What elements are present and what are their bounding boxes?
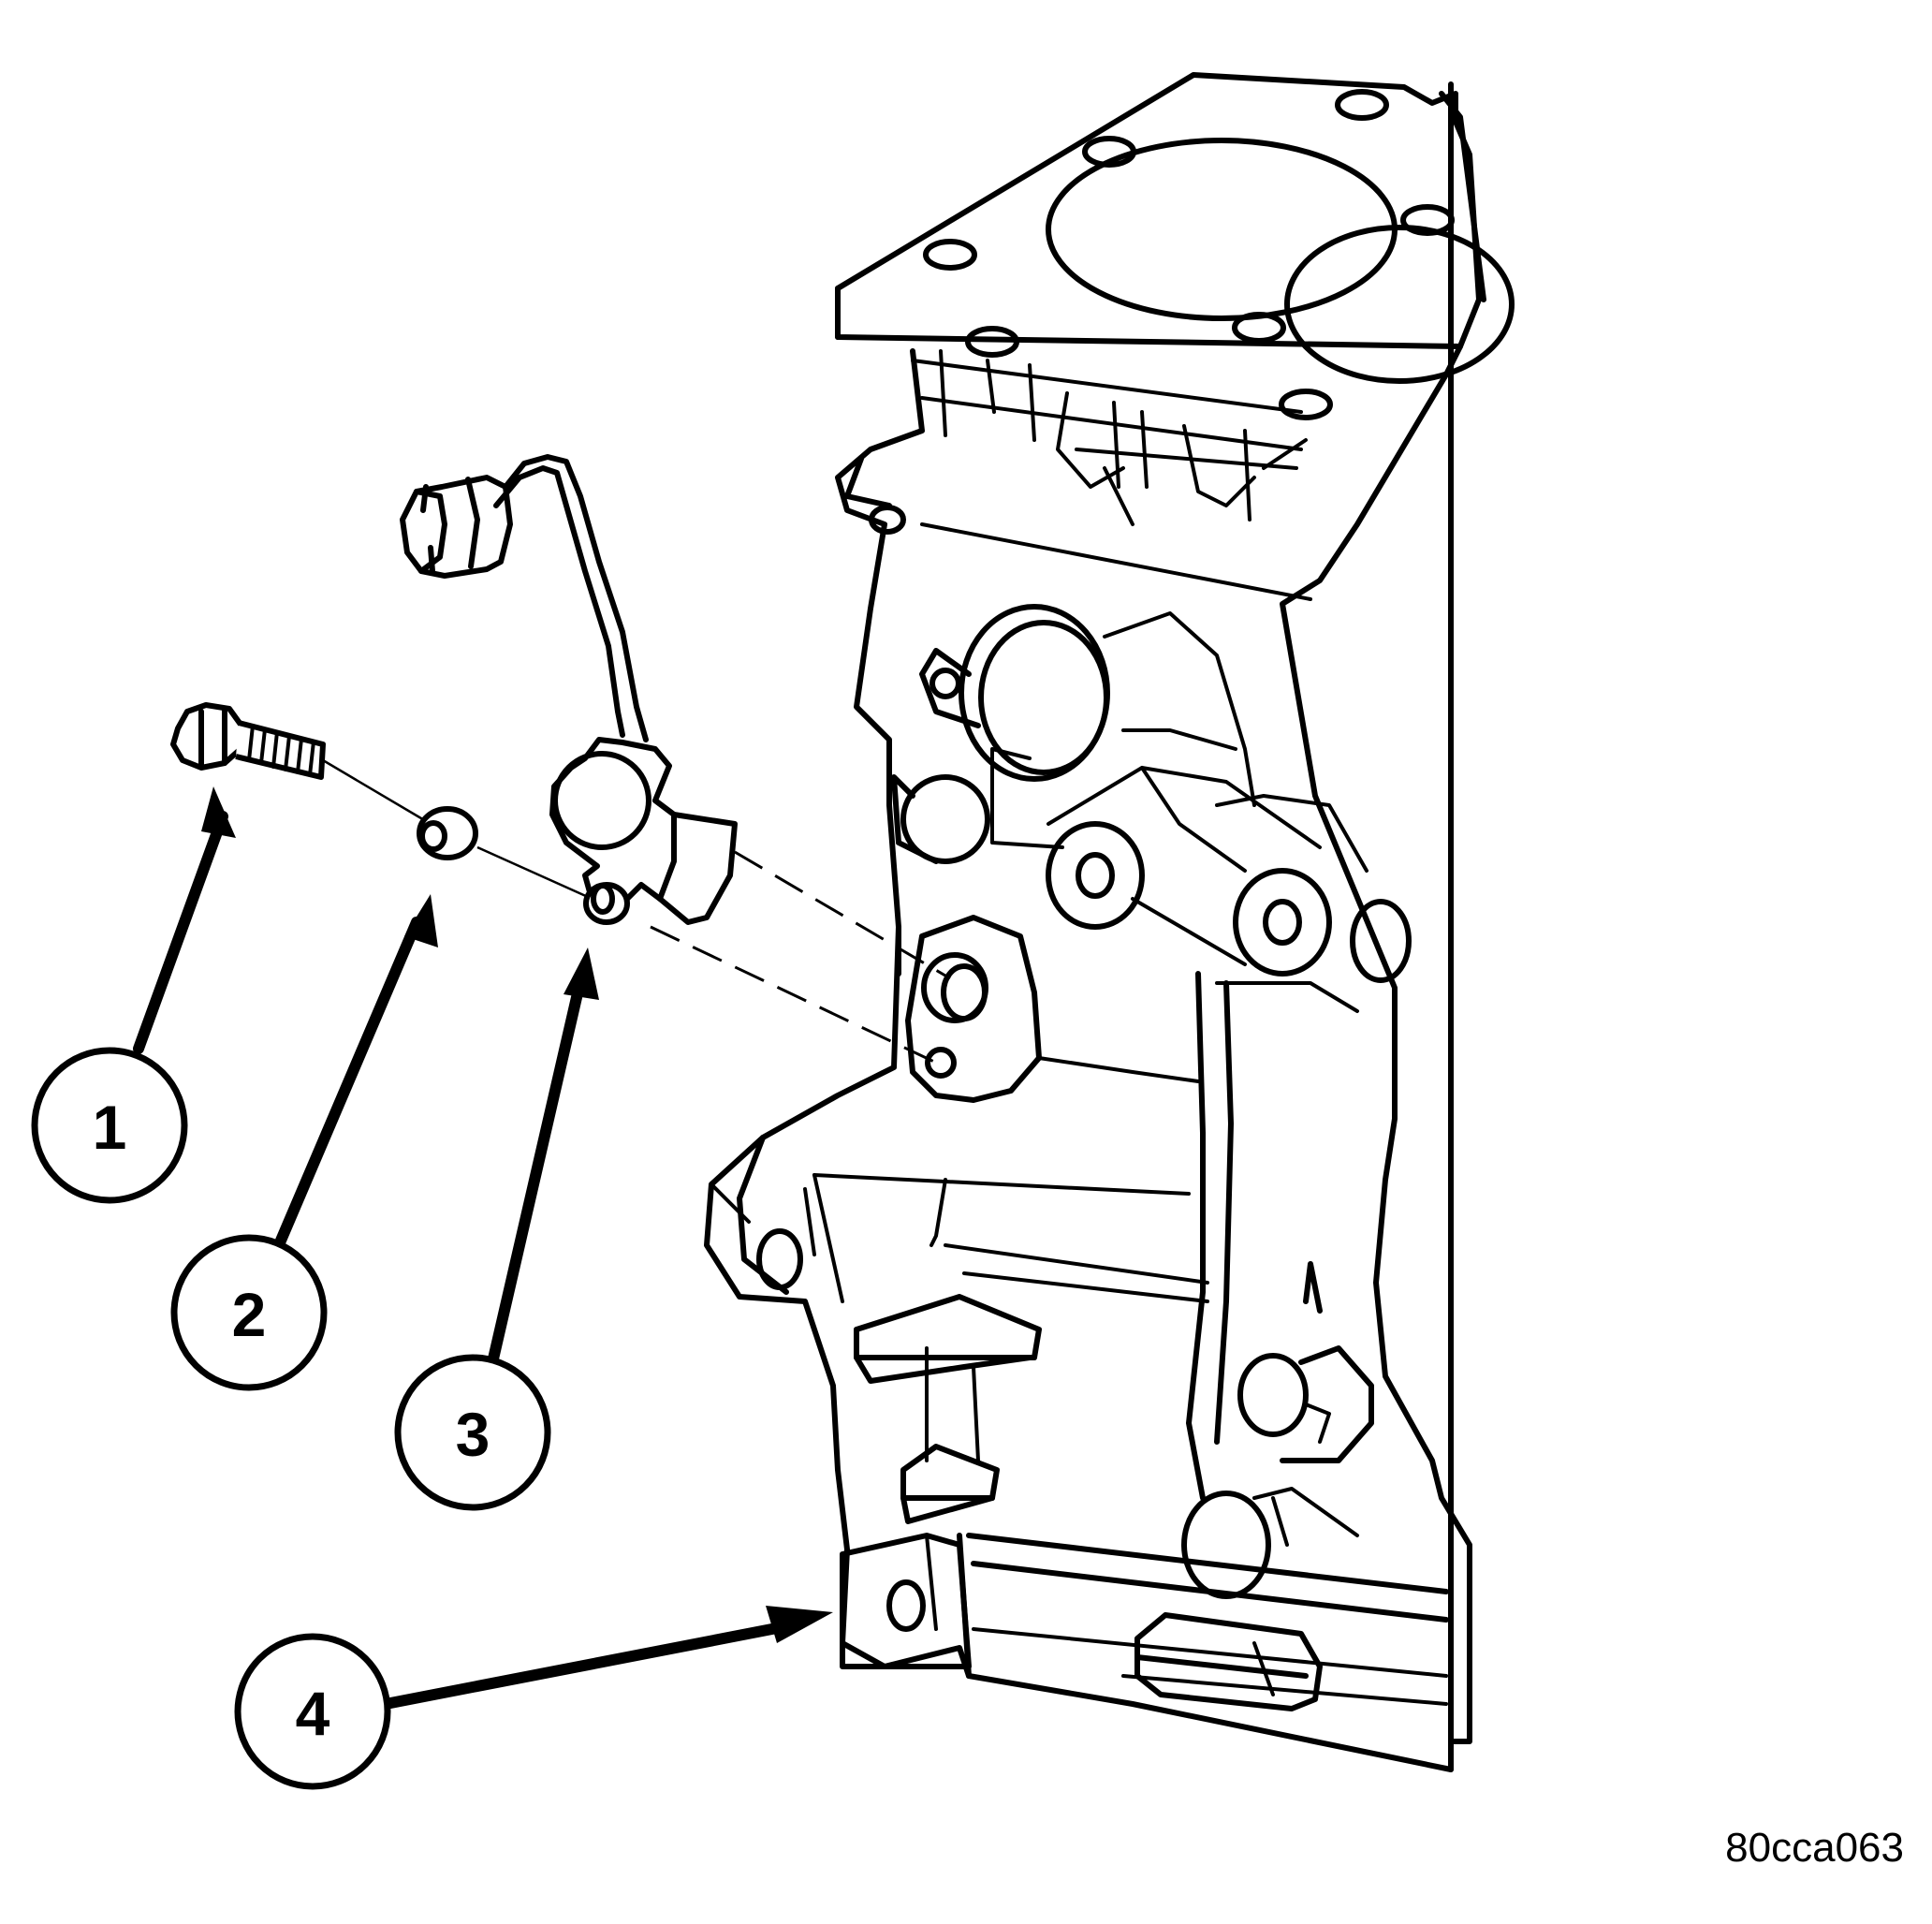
bolt xyxy=(170,702,427,823)
callout-3: 3 xyxy=(394,1354,551,1511)
callout-arrows xyxy=(133,786,833,1710)
arrow-3 xyxy=(486,976,586,1373)
callout-3-label: 3 xyxy=(456,1400,490,1469)
position-sensor xyxy=(400,454,951,1065)
arrow-2 xyxy=(275,917,422,1246)
callout-2: 2 xyxy=(170,1234,328,1391)
callout-4-label: 4 xyxy=(296,1679,330,1748)
callout-4: 4 xyxy=(234,1633,391,1790)
callout-1: 1 xyxy=(31,1047,188,1204)
arrow-1 xyxy=(133,811,228,1054)
arrow-4 xyxy=(380,1622,787,1710)
engine-block xyxy=(704,72,1515,1772)
washer xyxy=(417,806,589,899)
callout-1-label: 1 xyxy=(93,1093,127,1162)
figure-code: 80cca063 xyxy=(1725,1825,1904,1871)
callout-2-label: 2 xyxy=(232,1280,267,1349)
